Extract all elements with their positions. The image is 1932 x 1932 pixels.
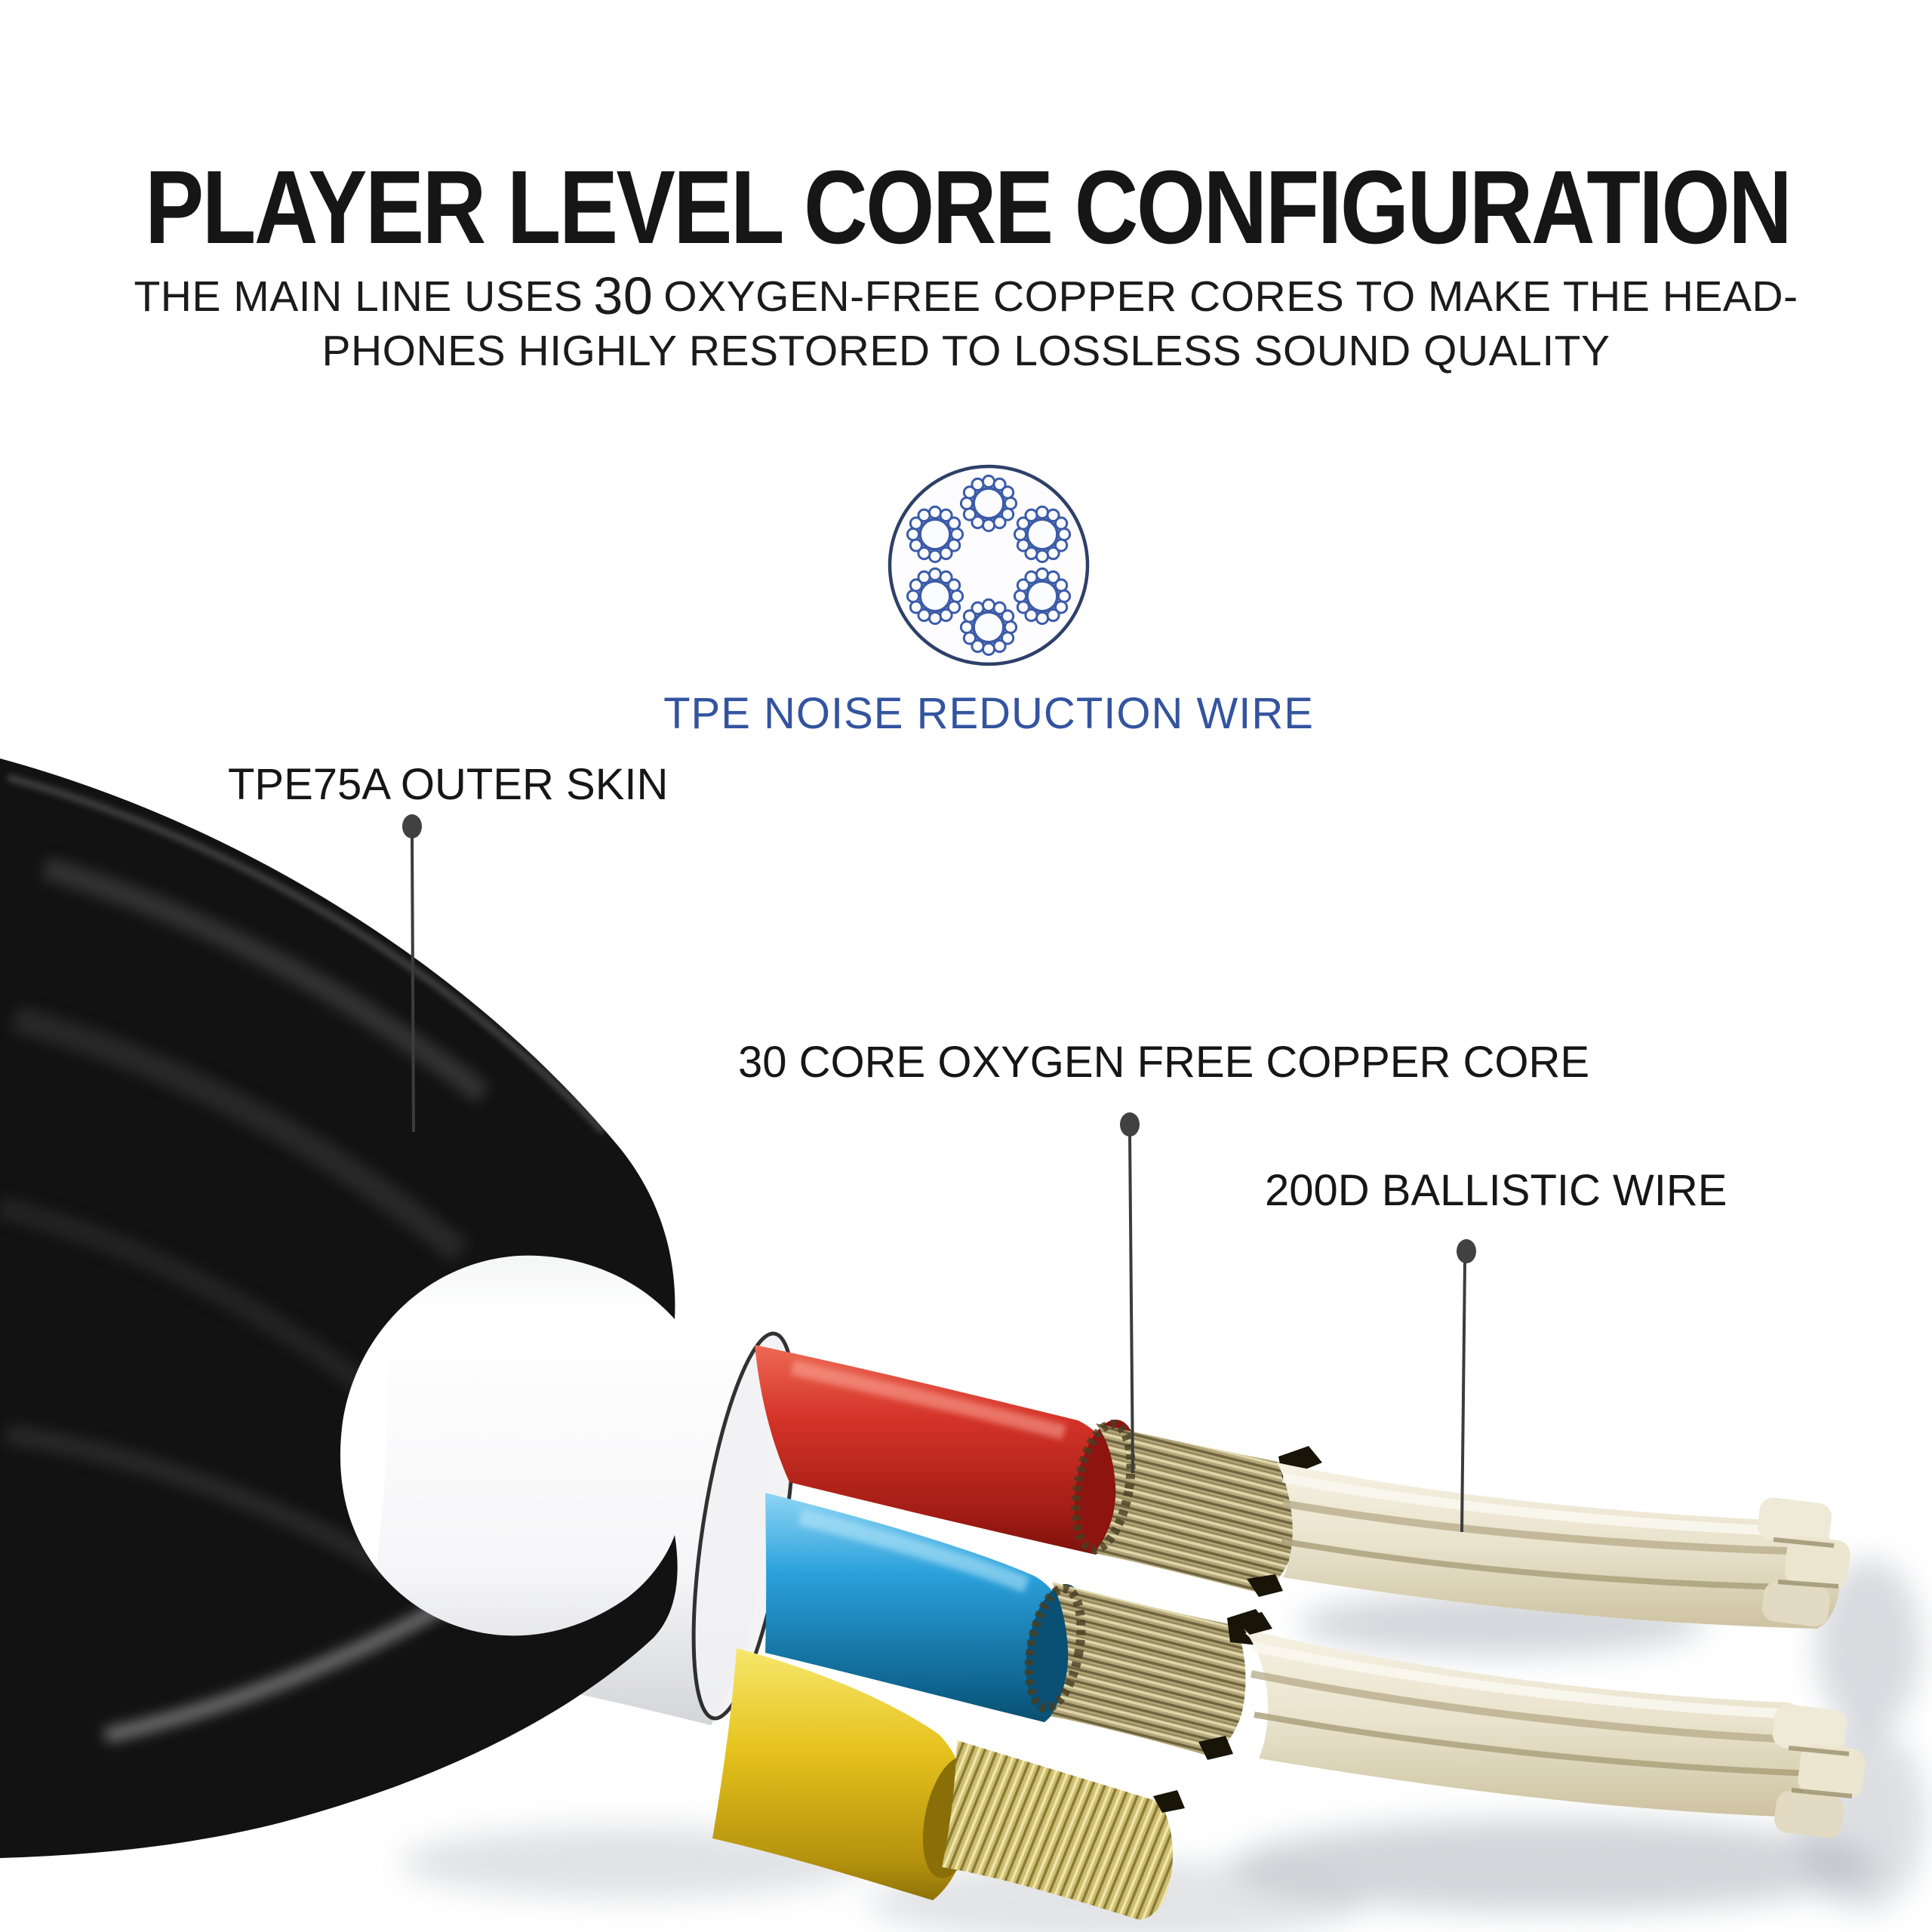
callout-label-outer-skin: TPE75A OUTER SKIN: [228, 760, 669, 809]
core-yellow: [712, 1648, 969, 1900]
subtitle-suffix: OXYGEN-FREE COPPER CORES TO MAKE THE HEA…: [663, 272, 1798, 321]
page-title: PLAYER LEVEL CORE CONFIGURATION: [145, 149, 1792, 266]
ballistic-fiber-bottom: [1235, 1612, 1866, 1838]
callout-label-copper-core: 30 CORE OXYGEN FREE COPPER CORE: [738, 1038, 1590, 1087]
cross-section-label: TPE NOISE REDUCTION WIRE: [663, 689, 1314, 738]
leader-ballistic-wire: [1457, 1239, 1476, 1533]
callout-label-ballistic-wire: 200D BALLISTIC WIRE: [1265, 1166, 1727, 1215]
copper-strands-yellow: [942, 1740, 1185, 1920]
core-red: [755, 1345, 1121, 1555]
wire-cross-section-diagram: [888, 464, 1090, 666]
subtitle-prefix: THE MAIN LINE USES: [134, 272, 583, 321]
leader-copper-core: [1120, 1112, 1140, 1474]
callout-leaders: [402, 814, 1476, 1533]
soft-shadows: [400, 1558, 1927, 1932]
core-blue: [765, 1493, 1072, 1722]
leader-outer-skin: [402, 814, 422, 1133]
cable-cutaway-art: [0, 758, 1866, 1920]
subtitle-line-2: PHONES HIGHLY RESTORED TO LOSSLESS SOUND…: [321, 327, 1611, 375]
subtitle-core-count: 30: [593, 266, 654, 325]
ballistic-fiber-top: [1277, 1463, 1850, 1629]
